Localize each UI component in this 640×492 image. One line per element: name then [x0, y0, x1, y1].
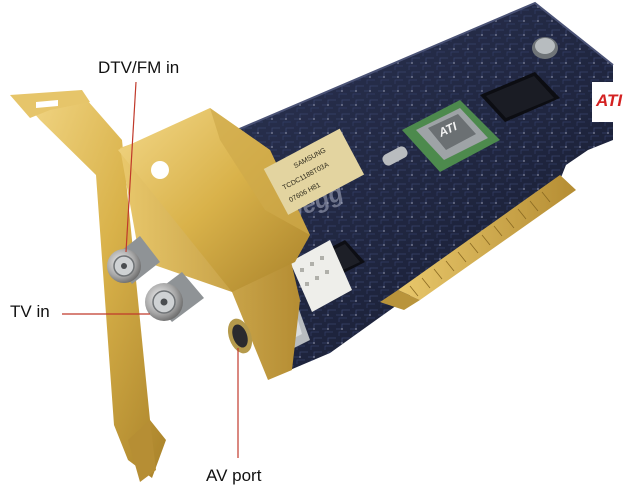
brand-logo-text: ATI — [595, 91, 623, 110]
pci-edge-connector — [380, 175, 576, 310]
tv-in-connector — [145, 272, 204, 322]
tuner-label: SAMSUNG TCDC1188T03A 07606 H81 — [263, 128, 365, 215]
av-port-label: AV port — [206, 466, 262, 485]
tv-in-label: TV in — [10, 302, 50, 321]
dtv-fm-callout-line — [125, 81, 137, 253]
callout-lines — [62, 81, 239, 458]
ati-brand-logo: ATI — [592, 82, 630, 122]
tuner-box: SAMSUNG TCDC1188T03A 07606 H81 — [118, 108, 365, 292]
dtv-fm-in-connector — [107, 236, 160, 284]
electrolytic-capacitor — [532, 37, 558, 59]
crystal-oscillator — [382, 146, 408, 166]
dtv-fm-in-label: DTV/FM in — [98, 58, 180, 77]
av-port-connector — [227, 318, 253, 354]
secondary-chip — [480, 72, 560, 122]
main-chip: ATI — [402, 100, 500, 172]
header-connector — [290, 240, 352, 312]
mount-hole — [151, 161, 169, 179]
